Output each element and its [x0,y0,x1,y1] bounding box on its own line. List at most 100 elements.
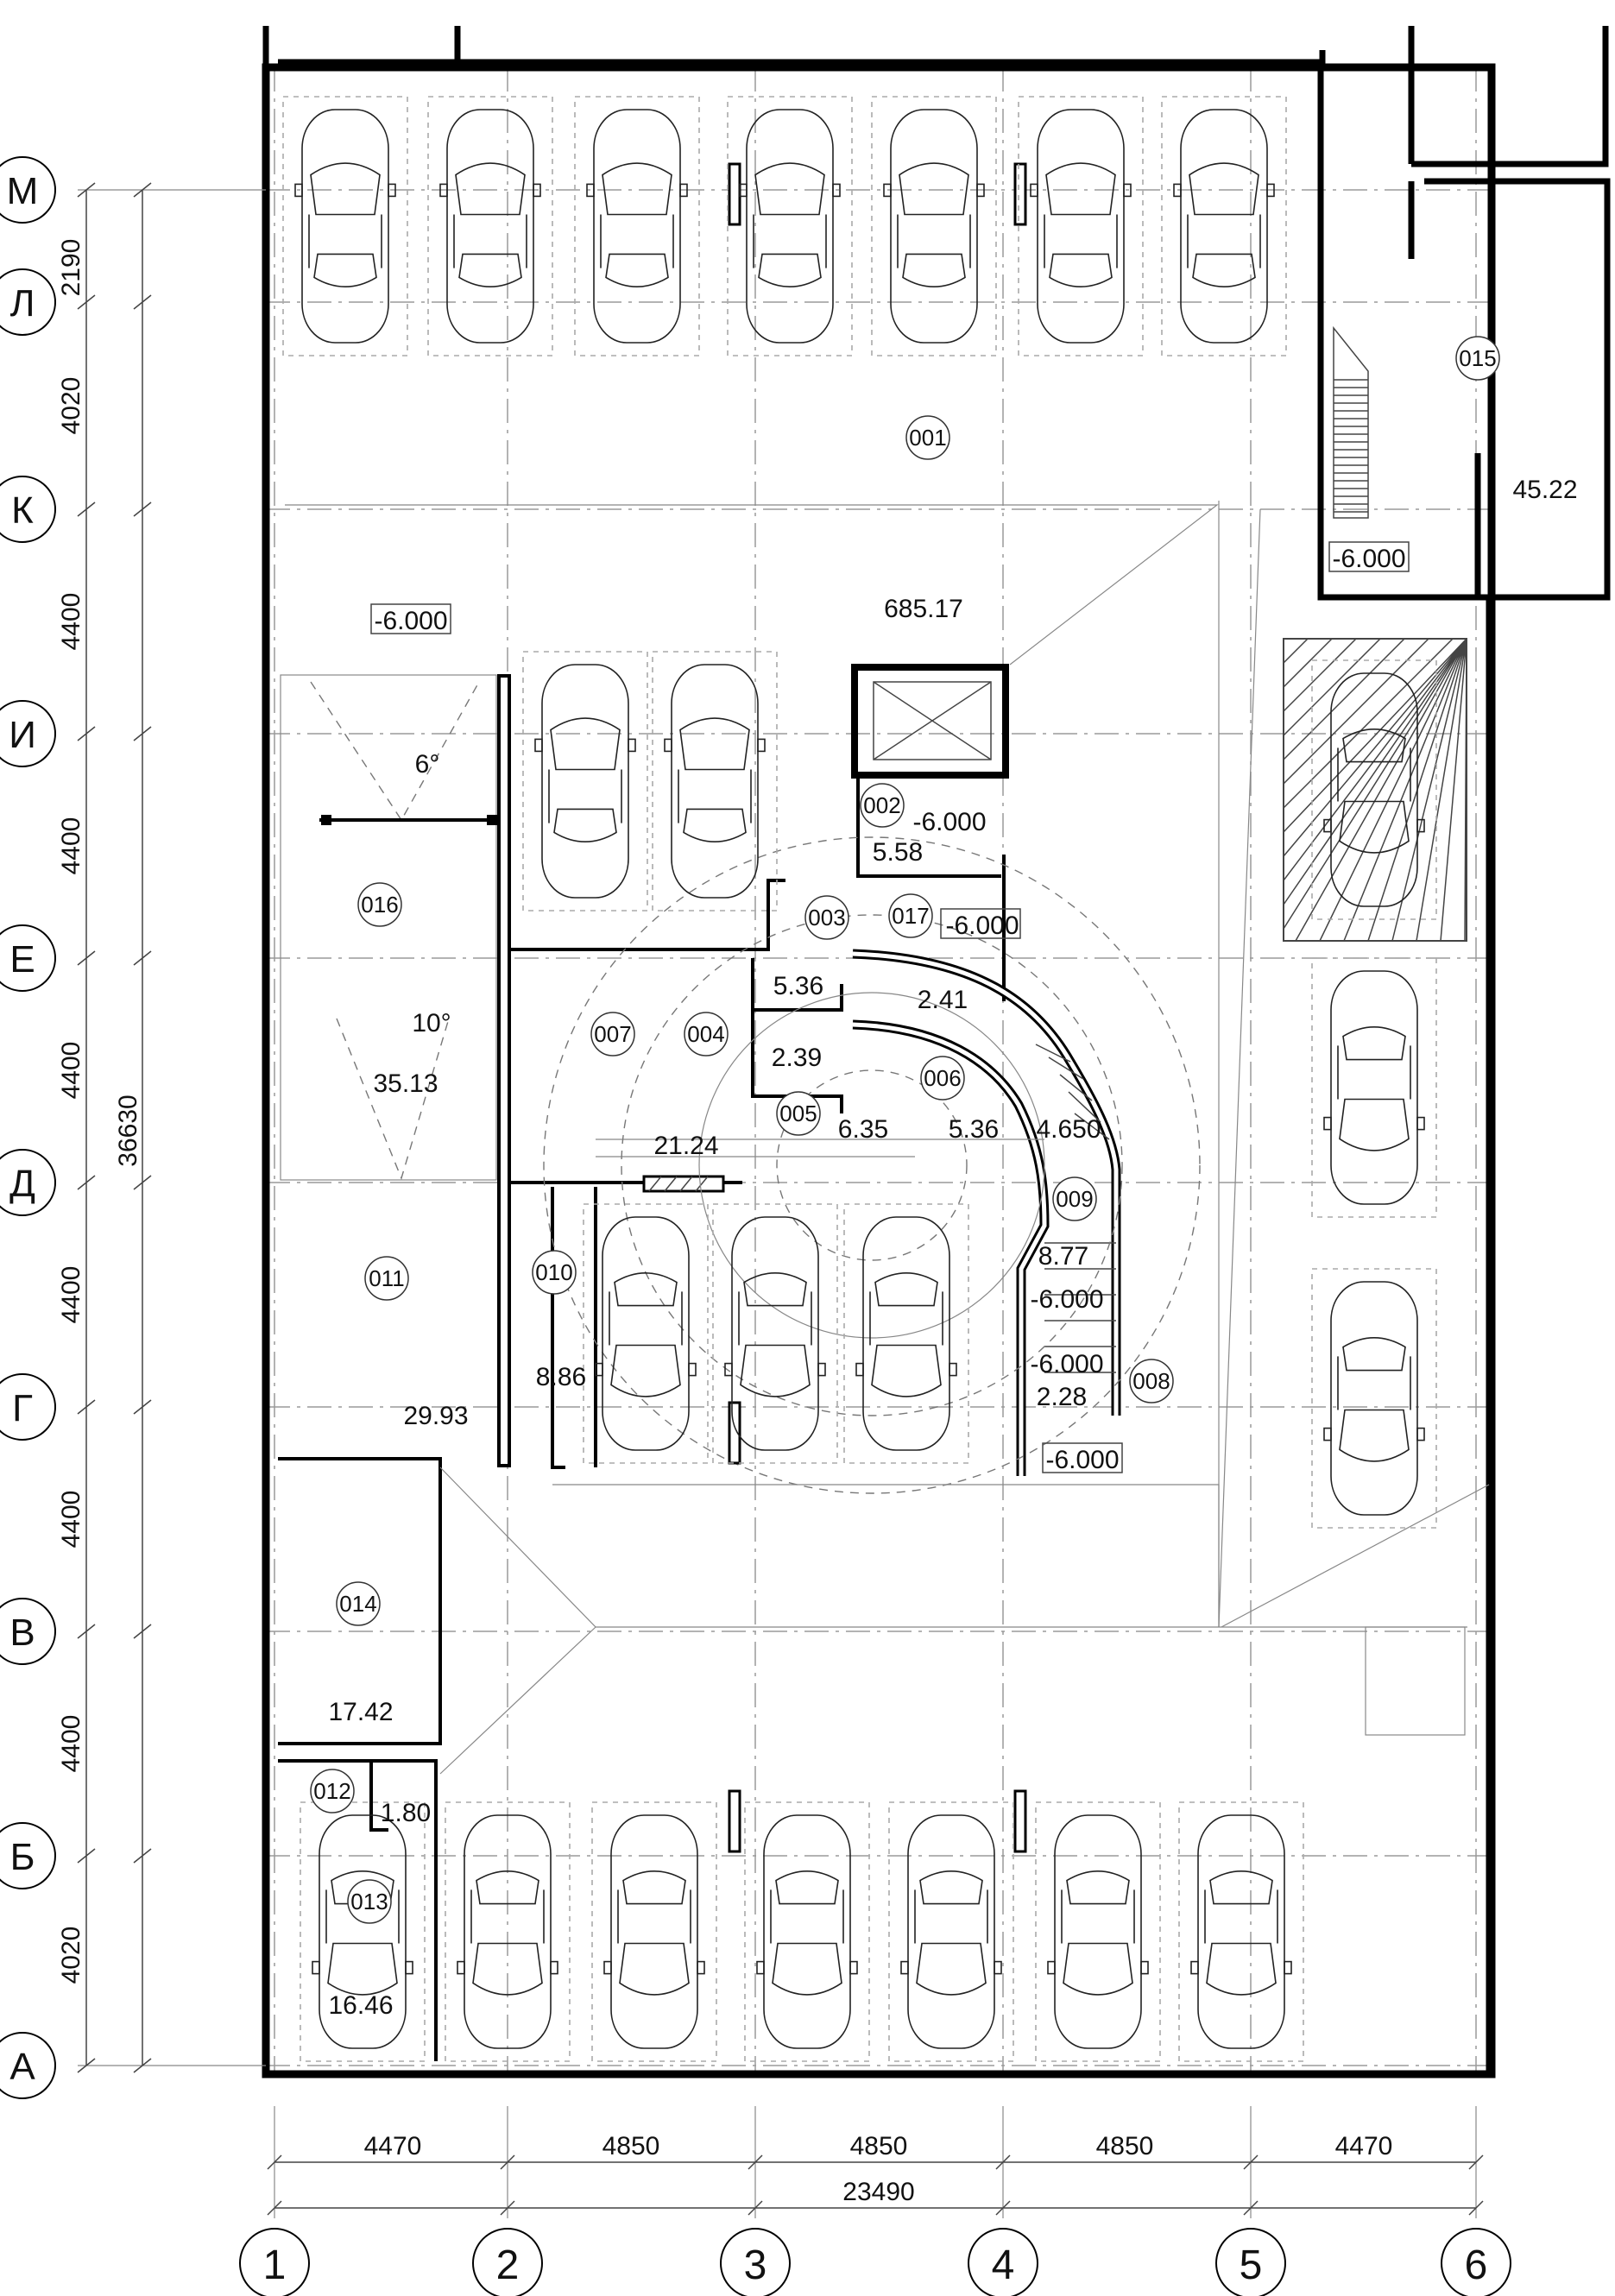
car-icon [744,1801,870,2062]
dim-left-4: 4400 [57,817,85,875]
room-number: 013 [347,1879,392,1924]
dim-total-vertical: 36630 [114,1094,142,1166]
svg-text:012: 012 [313,1778,350,1804]
axis-letter: А [9,2046,35,2088]
dim-bottom-4: 4850 [1096,2132,1154,2160]
axis-number: 4 [992,2242,1015,2288]
axis-number: 6 [1465,2242,1488,2288]
svg-text:002: 002 [863,792,900,818]
axis-bubble-row: К [0,476,56,543]
car-icon [300,1801,426,2062]
area-008: 2.28 [1037,1383,1087,1411]
axis-bubble-row: И [0,700,56,767]
room-number: 017 [888,893,933,938]
dimension-lines [77,182,1484,2218]
axis-bubble-row: Л [0,268,56,336]
level-2: -6.000 [1332,545,1405,573]
outer-walls [262,26,1611,2078]
room-number: 016 [357,882,402,927]
axis-letter: Л [10,282,35,325]
car-icon [583,1203,709,1464]
axis-letter: Д [9,1163,35,1205]
axis-bubble-row: Г [0,1373,56,1441]
room-number: 014 [336,1581,381,1626]
svg-text:014: 014 [339,1591,376,1617]
svg-text:011: 011 [369,1265,404,1291]
area-017: 2.41 [918,986,968,1014]
level-1: -6.000 [374,607,447,635]
car-icon [652,651,778,911]
dimension-texts: 2190 4020 4400 4400 4400 4400 4400 4400 … [57,239,1392,2206]
slope-2: 10° [412,1009,451,1038]
area-011: 29.93 [403,1402,468,1430]
area-005b: 6.35 [838,1115,888,1144]
axis-letter: Г [12,1387,33,1429]
turning-circles [543,836,1201,1494]
level-5: -6.000 [1030,1285,1103,1314]
axis-bubble-col: 2 [472,2228,543,2296]
dim-left-2: 4020 [57,377,85,435]
car-icon [1018,96,1144,356]
svg-text:006: 006 [924,1065,961,1091]
area-005: 2.39 [772,1044,822,1072]
level-3: -6.000 [912,808,986,836]
dim-bottom-1: 4470 [364,2132,422,2160]
axis-bubble-row: А [0,2032,56,2099]
reserved-bay [1283,638,1467,942]
area-016: 35.13 [373,1069,438,1098]
car-icon [1311,1268,1437,1529]
axis-letter: Б [10,1836,35,1878]
area-001: 685.17 [884,595,963,623]
svg-text:017: 017 [892,903,929,929]
car-icon [712,1203,838,1464]
axis-letter: Е [9,938,35,981]
room-number: 005 [776,1091,821,1136]
axis-bubble-row: Д [0,1149,56,1216]
car-icon [1178,1801,1304,2062]
area-015: 45.22 [1512,476,1577,504]
car-icon [522,651,648,911]
area-014: 17.42 [328,1698,393,1726]
room-number: 012 [310,1769,355,1813]
svg-text:004: 004 [687,1021,724,1047]
axis-bubble-row: Е [0,924,56,992]
level-marks: -6.000 -6.000 -6.000 -6.000 -6.000 -6.00… [370,541,1410,1474]
car-icon [843,1203,969,1464]
room-number: 008 [1129,1359,1174,1403]
car-icon [282,96,408,356]
driveway-lines [285,501,1490,1775]
room-number: 002 [860,783,905,828]
dim-left-6: 4400 [57,1266,85,1324]
axis-letter: В [9,1612,35,1654]
axis-number: 5 [1240,2242,1263,2288]
area-stair: 4.650 [1036,1115,1101,1144]
axis-number: 1 [263,2242,287,2288]
area-010: 8.86 [536,1363,586,1391]
ramp-016 [280,674,497,1181]
svg-text:016: 016 [361,892,398,918]
svg-text:008: 008 [1132,1368,1170,1394]
room-labels: 0010020030040050060070080090100110120130… [310,336,1500,1924]
room-number: 007 [590,1012,635,1057]
axis-bubble-row: Б [0,1822,56,1889]
area-006: 5.36 [949,1115,999,1144]
columns [728,162,1027,1853]
dim-left-1: 2190 [57,239,85,297]
car-icon [427,96,553,356]
stair-core [596,949,1121,1476]
room-number: 004 [684,1012,729,1057]
svg-text:005: 005 [779,1101,817,1126]
room-number: 011 [364,1256,409,1301]
dim-left-9: 4020 [57,1927,85,1984]
axis-bubble-col: 1 [239,2228,310,2296]
car-icon [1311,659,1437,920]
level-6: -6.000 [1030,1350,1103,1378]
area-012: 1.80 [381,1799,431,1827]
dim-total-horizontal: 23490 [842,2178,914,2206]
room-number: 015 [1455,336,1500,381]
svg-text:001: 001 [909,425,946,451]
car-icon [445,1801,571,2062]
dim-left-7: 4400 [57,1491,85,1549]
area-002: 5.58 [873,838,923,867]
